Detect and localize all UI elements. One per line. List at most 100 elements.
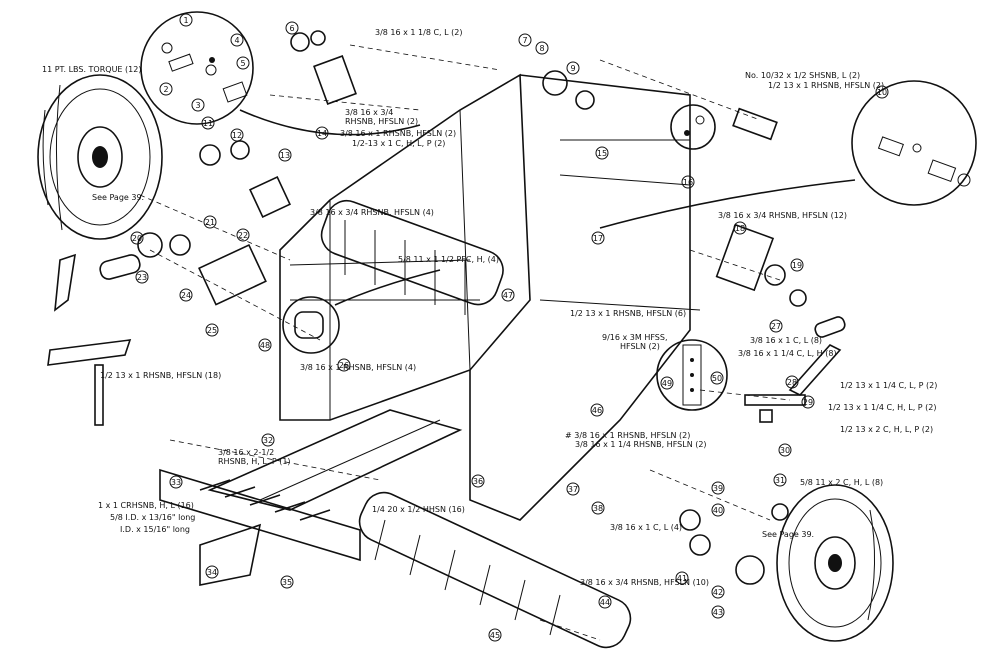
label-bolt-316-1: 3/8 16 x 1 RHSNB, HFSLN (2): [340, 129, 456, 138]
svg-text:30: 30: [780, 446, 790, 455]
svg-text:25: 25: [207, 326, 217, 335]
label-bolt-516-11-12: 5/8 11 x 1 1/2 PFC, H, (4): [398, 255, 499, 264]
callout: 23: [135, 270, 149, 284]
svg-text:29: 29: [803, 398, 813, 407]
callout: 11: [201, 116, 215, 130]
label-bolt-38-16-rhsnb-b: 3/8 16 x 1 1/4 RHSNB, HFSLN (2): [575, 440, 707, 449]
callout: 24: [179, 288, 193, 302]
svg-text:34: 34: [207, 568, 217, 577]
svg-text:19: 19: [792, 261, 802, 270]
svg-text:16: 16: [683, 178, 693, 187]
label-screw-c: I.D. x 15/16" long: [120, 525, 190, 534]
label-bolt-516-11-2c: 5/8 11 x 2 C, H, L (8): [800, 478, 883, 487]
detail-leader-right: [599, 179, 856, 229]
callout: 34: [205, 565, 219, 579]
callout: 29: [801, 395, 815, 409]
callout: 26: [337, 358, 351, 372]
svg-text:37: 37: [568, 485, 578, 494]
label-bolt-316-178: 3/8 16 x 1 1/8 C, L (2): [375, 28, 462, 37]
callout: 37: [566, 482, 580, 496]
detail-circle-bearing: [282, 296, 340, 354]
svg-text:15: 15: [597, 149, 607, 158]
label-bolt-316-212-a: 3/8 16 x 2-1/2: [218, 448, 274, 457]
see-page-right-label: See Page 39.: [762, 530, 814, 539]
callout: 16: [681, 175, 695, 189]
callout: 48: [258, 338, 272, 352]
callout: 43: [711, 605, 725, 619]
detail-circle-right: [851, 80, 977, 206]
svg-text:7: 7: [522, 36, 527, 45]
label-bolt-316-1-rhsnb-center: 3/8 16 x 1 RHSNB, HFSLN (4): [300, 363, 416, 372]
svg-text:14: 14: [317, 129, 327, 138]
label-bolt-316-1-cl-lower: 3/8 16 x 1 C, L (4): [610, 523, 682, 532]
callout: 45: [488, 628, 502, 642]
label-bolt-120-12: 1/4 20 x 1/2 HHSN (16): [372, 505, 465, 514]
callout: 39: [711, 481, 725, 495]
svg-text:22: 22: [238, 231, 248, 240]
label-bolt-12-13-2c: 1/2 13 x 2 C, H, L, P (2): [840, 425, 933, 434]
svg-text:6: 6: [289, 24, 294, 33]
label-bolt-916-3m-b: HFSLN (2): [620, 342, 660, 351]
svg-text:46: 46: [592, 406, 602, 415]
callout: 19: [790, 258, 804, 272]
left-side-parts: [47, 30, 357, 426]
label-bolt-12-13-rhsnb-top: 1/2 13 x 1 RHSNB, HFSLN (2): [768, 81, 884, 90]
svg-text:31: 31: [775, 476, 785, 485]
label-bolt-12-13-1-c: 1/2-13 x 1 C, H, L, P (2): [352, 139, 445, 148]
label-screw-b: 5/8 I.D. x 13/16" long: [110, 513, 195, 522]
svg-text:41: 41: [677, 574, 687, 583]
svg-text:13: 13: [280, 151, 290, 160]
callout: 49: [660, 376, 674, 390]
callout: 12: [230, 128, 244, 142]
callout: 14: [315, 126, 329, 140]
svg-text:50: 50: [712, 374, 722, 383]
callout: 41: [675, 571, 689, 585]
pickup-tines: [159, 468, 361, 562]
callout: 35: [280, 575, 294, 589]
svg-text:11: 11: [203, 119, 213, 128]
callout: 50: [710, 371, 724, 385]
callout: 38: [591, 501, 605, 515]
callout: 2: [159, 82, 173, 96]
label-bolt-316-1-cl: 3/8 16 x 1 C, L (8): [750, 336, 822, 345]
callout: 31: [773, 473, 787, 487]
svg-text:49: 49: [662, 379, 672, 388]
callout: 9: [566, 61, 580, 75]
label-bolt-38-16-rhsnb-a: # 3/8 16 x 1 RHSNB, HFSLN (2): [565, 431, 690, 440]
label-bolt-316-114-cl: 3/8 16 x 1 1/4 C, L, H (8): [738, 349, 837, 358]
callout: 4: [230, 33, 244, 47]
svg-text:42: 42: [713, 588, 723, 597]
svg-text:43: 43: [713, 608, 723, 617]
svg-text:1: 1: [183, 16, 188, 25]
svg-text:12: 12: [232, 131, 242, 140]
hardware-labels: 3/8 16 x 1 1/8 C, L (2) 3/8 16 x 3/4 RHS…: [98, 28, 937, 587]
callout: 47: [501, 288, 515, 302]
callout: 33: [169, 475, 183, 489]
callout: 25: [205, 323, 219, 337]
svg-text:36: 36: [473, 477, 483, 486]
svg-text:17: 17: [593, 234, 603, 243]
svg-text:4: 4: [234, 36, 239, 45]
label-bolt-316-212-b: RHSNB, H, L, P (1): [218, 457, 291, 466]
svg-text:28: 28: [787, 378, 797, 387]
label-bolt-12-13-rhsnb-mid: 1/2 13 x 1 RHSNB, HFSLN (6): [570, 309, 686, 318]
right-side-parts: [542, 70, 846, 585]
svg-text:3: 3: [195, 101, 200, 110]
callout: 1: [179, 13, 193, 27]
right-tire: [776, 484, 894, 642]
callout: 42: [711, 585, 725, 599]
label-bolt-316-34-rhsnb: 3/8 16 x 3/4 RHSNB, HFSLN (4): [310, 208, 434, 217]
roller-lower: [358, 491, 632, 649]
callout: 3: [191, 98, 205, 112]
label-bolt-316-34-rhsnb-bottom: 3/8 16 x 3/4 RHSNB, HFSLN (10): [580, 578, 709, 587]
callout: 15: [595, 146, 609, 160]
svg-text:27: 27: [771, 322, 781, 331]
svg-text:5: 5: [240, 59, 245, 68]
svg-text:39: 39: [713, 484, 723, 493]
see-page-left-label: See Page 39.: [92, 193, 144, 202]
svg-text:48: 48: [260, 341, 270, 350]
tongue-hitch: [199, 409, 463, 586]
callout: 17: [591, 231, 605, 245]
detail-circle-top-left: [140, 11, 254, 125]
